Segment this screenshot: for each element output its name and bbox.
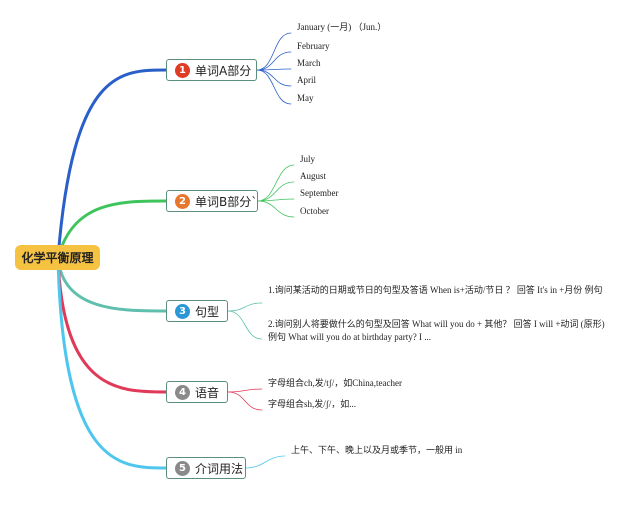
topic-node-sentence[interactable]: 3 句型: [166, 300, 228, 322]
topic-label: 语音: [195, 385, 220, 400]
leaf-may[interactable]: May: [297, 93, 314, 103]
topic-label: 介词用法: [195, 461, 244, 476]
topic-label: 句型: [195, 304, 220, 319]
leaf-connector: [256, 32, 292, 71]
branch-connector: [56, 256, 168, 313]
leaf-october[interactable]: October: [300, 206, 329, 216]
leaf-connector: [227, 310, 263, 340]
leaf-phonics-ch[interactable]: 字母组合ch,发/tʃ/，如China,teacher: [268, 378, 402, 388]
leaf-connector: [257, 164, 295, 202]
branch-connector: [56, 256, 168, 394]
topic-node-phonics[interactable]: 4 语音: [166, 381, 228, 403]
number-badge-3: 3: [175, 303, 190, 319]
topic-label: 单词A部分: [195, 63, 252, 78]
leaf-september[interactable]: September: [300, 188, 339, 198]
leaf-connector: [257, 200, 295, 218]
leaf-connector: [245, 455, 286, 469]
leaf-connector: [257, 181, 295, 202]
branch-connector: [56, 68, 168, 260]
number-badge-2: 2: [175, 193, 190, 209]
number-badge-1: 1: [175, 62, 190, 78]
leaf-april[interactable]: April: [297, 75, 316, 85]
leaf-february[interactable]: February: [297, 41, 330, 51]
leaf-march[interactable]: March: [297, 58, 321, 68]
root-node[interactable]: 化学平衡原理: [15, 245, 100, 270]
leaf-august[interactable]: August: [300, 171, 327, 181]
leaf-sentence-1[interactable]: 1.询问某活动的日期或节日的句型及答语 When is+活动/节日 ？ 回答 I…: [268, 285, 603, 295]
branch-connector: [56, 256, 168, 470]
topic-node-vocab-b[interactable]: 2 单词B部分`: [166, 190, 258, 212]
leaf-connector: [227, 391, 263, 411]
number-badge-4: 4: [175, 384, 190, 400]
topic-node-vocab-a[interactable]: 1 单词A部分: [166, 59, 257, 81]
leaf-connector: [256, 69, 292, 87]
leaf-connector: [227, 388, 263, 393]
leaf-connector: [256, 69, 292, 105]
root-label: 化学平衡原理: [21, 251, 94, 265]
leaf-connector: [227, 302, 263, 312]
number-badge-5: 5: [175, 460, 190, 476]
leaf-january[interactable]: January (一月) （Jun.）: [297, 22, 387, 32]
leaf-connector: [256, 51, 292, 71]
leaf-preposition-in[interactable]: 上午、下午、晚上以及月或季节，一般用 in: [291, 445, 463, 455]
leaf-sentence-2[interactable]: 2.询问别人将要做什么的句型及回答 What will you do + 其他？…: [268, 319, 605, 342]
topic-node-prepositions[interactable]: 5 介词用法: [166, 457, 246, 479]
leaf-july[interactable]: July: [300, 154, 316, 164]
leaf-phonics-sh[interactable]: 字母组合sh,发/ʃ/，如...: [268, 399, 357, 409]
topic-label: 单词B部分`: [195, 194, 258, 209]
branch-connector: [56, 199, 168, 260]
